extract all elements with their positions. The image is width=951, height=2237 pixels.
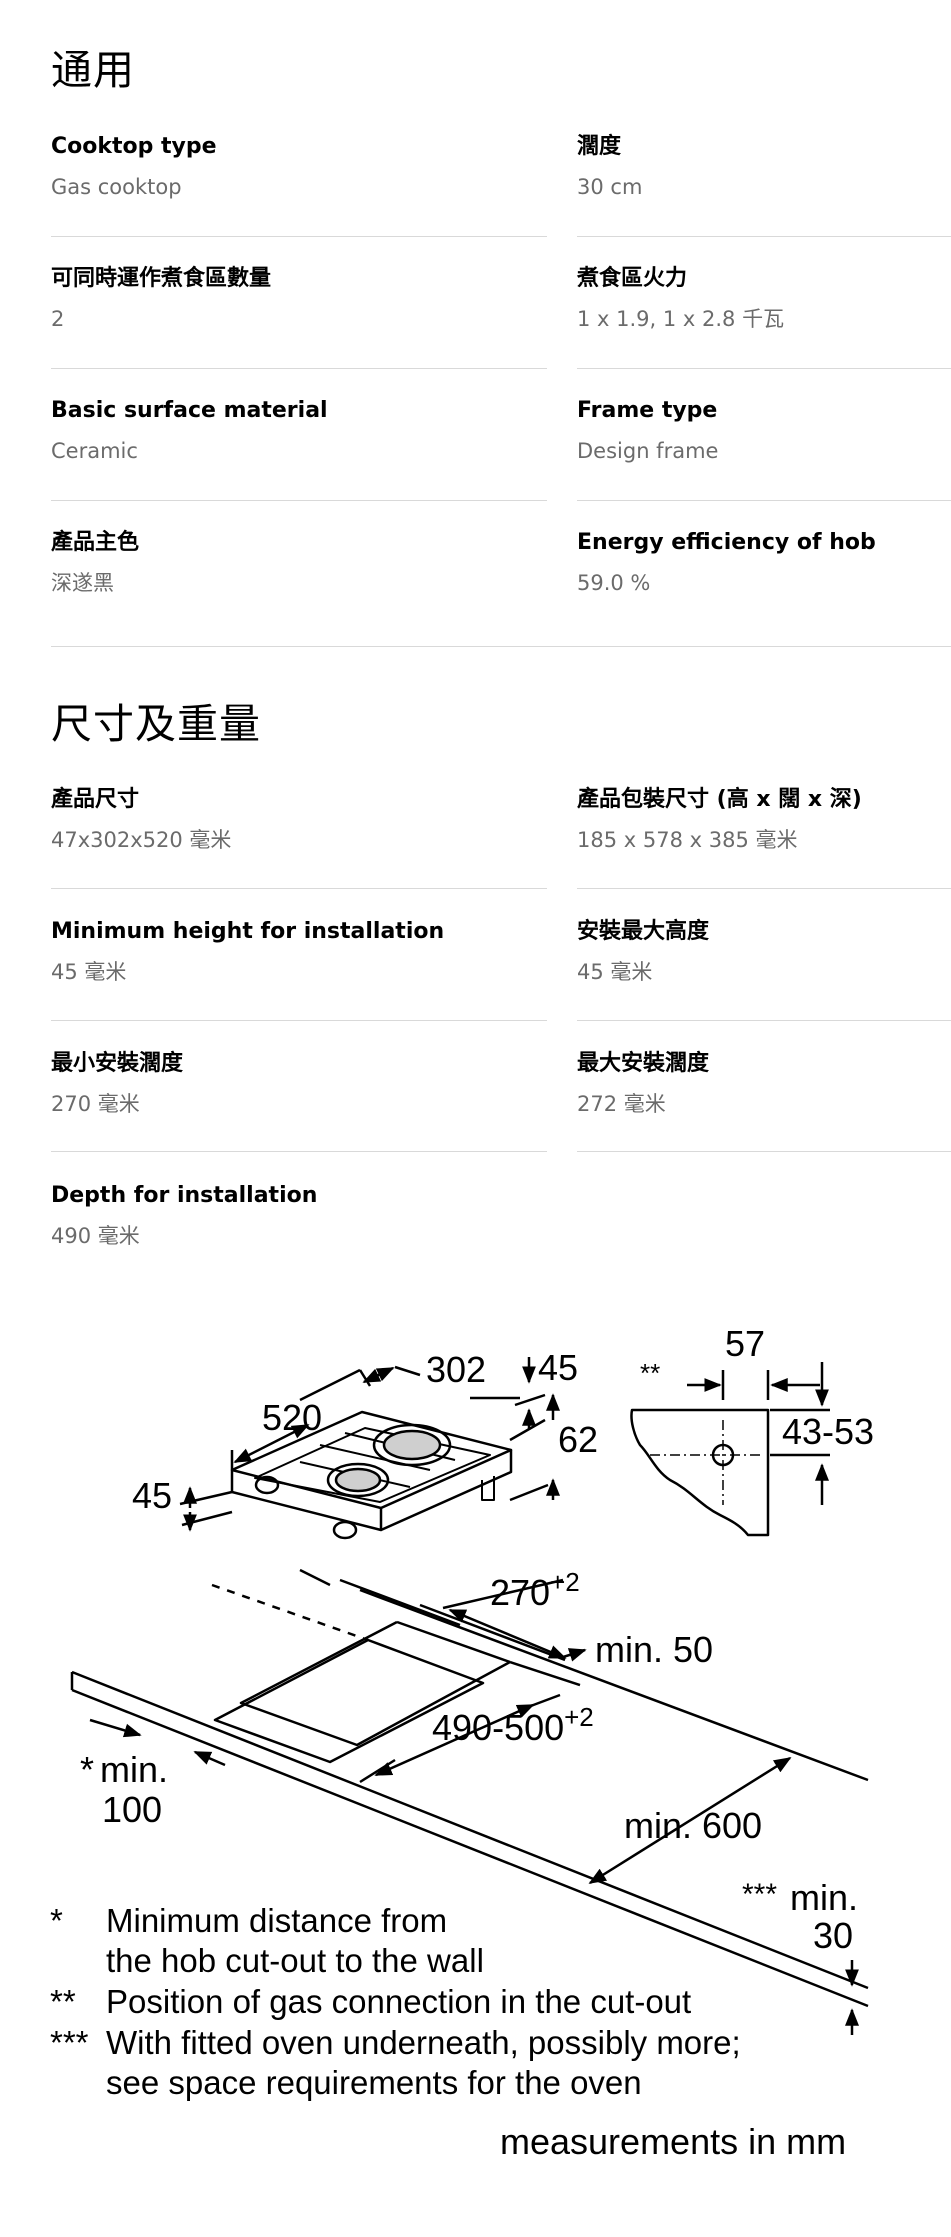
note-line: see space requirements for the oven [106, 2064, 642, 2101]
min-100-line1: min. [100, 1749, 168, 1790]
spec-zone-power: 煮食區火力 1 x 1.9, 1 x 2.8 千瓦 [577, 265, 951, 333]
dim-45-top-label: 45 [538, 1347, 578, 1388]
spec-label: 最大安裝濶度 [577, 1051, 710, 1076]
spec-value: 45 毫米 [577, 960, 653, 984]
spec-min-install-height: Minimum height for installation 45 毫米 [51, 918, 547, 986]
spec-label: 最小安裝濶度 [51, 1051, 184, 1076]
spec-value: 490 毫米 [51, 1224, 140, 1248]
spec-min-install-width: 最小安裝濶度 270 毫米 [51, 1050, 547, 1118]
min-600-label: min. 600 [624, 1805, 762, 1846]
dim-490-label: 490-500+2 [432, 1702, 594, 1748]
spec-value: 45 毫米 [51, 960, 127, 984]
countertop-drawing [70, 1568, 869, 2035]
note-line: Position of gas connection in the cut-ou… [106, 1983, 691, 2020]
divider [51, 368, 547, 369]
min-100-line2: 100 [102, 1789, 162, 1830]
spec-value: Gas cooktop [51, 175, 182, 199]
spec-label: 產品尺寸 [51, 787, 140, 812]
spec-label: Cooktop type [51, 134, 217, 159]
hob-drawing [179, 1357, 560, 1540]
spec-main-color: 產品主色 深遂黑 [51, 529, 547, 597]
gas-connection-detail [630, 1362, 830, 1537]
spec-value: 270 毫米 [51, 1092, 140, 1116]
note-marker: ** [50, 1983, 76, 2020]
dim-57-label: 57 [725, 1323, 765, 1364]
note-marker: *** [50, 2024, 89, 2061]
spec-label: 安裝最大高度 [577, 919, 710, 944]
divider [577, 1020, 951, 1021]
oven-marker-label: *** [742, 1878, 777, 1911]
section-divider [51, 646, 951, 647]
spec-value: 1 x 1.9, 1 x 2.8 千瓦 [577, 307, 785, 331]
divider [577, 368, 951, 369]
spec-cooktop-type: Cooktop type Gas cooktop [51, 133, 547, 201]
spec-label: 濶度 [577, 134, 622, 159]
spec-install-depth: Depth for installation 490 毫米 [51, 1182, 547, 1250]
spec-product-size: 產品尺寸 47x302x520 毫米 [51, 786, 547, 854]
spec-label: Frame type [577, 398, 718, 423]
note-line: the hob cut-out to the wall [106, 1942, 484, 1979]
divider [51, 1151, 547, 1152]
divider [577, 236, 951, 237]
divider [51, 236, 547, 237]
dim-520-label: 520 [262, 1397, 322, 1438]
divider [51, 1020, 547, 1021]
spec-value: 185 x 578 x 385 毫米 [577, 828, 798, 852]
divider [577, 1151, 951, 1152]
spec-max-install-width: 最大安裝濶度 272 毫米 [577, 1050, 951, 1118]
dim-43-53-label: 43-53 [782, 1411, 874, 1452]
min-50-label: min. 50 [595, 1629, 713, 1670]
spec-width: 濶度 30 cm [577, 133, 951, 201]
spec-zone-count: 可同時運作煮食區數量 2 [51, 265, 547, 333]
dim-45-left-label: 45 [132, 1475, 172, 1516]
spec-label: Minimum height for installation [51, 919, 445, 944]
spec-value: Design frame [577, 439, 719, 463]
spec-value: 59.0 % [577, 571, 651, 595]
drawing-notes: * Minimum distance from the hob cut-out … [50, 1902, 741, 2101]
divider [51, 888, 547, 889]
spec-label: Basic surface material [51, 398, 328, 423]
spec-label: Energy efficiency of hob [577, 530, 876, 555]
spec-max-install-height: 安裝最大高度 45 毫米 [577, 918, 951, 986]
divider [577, 888, 951, 889]
spec-value: 30 cm [577, 175, 643, 199]
divider [51, 500, 547, 501]
min-30-line2: 30 [813, 1915, 853, 1956]
spec-label: 煮食區火力 [577, 266, 688, 291]
spec-surface-material: Basic surface material Ceramic [51, 397, 547, 465]
divider [577, 500, 951, 501]
dim-302-label: 302 [426, 1349, 486, 1390]
note-line: Minimum distance from [106, 1902, 447, 1939]
spec-label: 產品包裝尺寸 (高 x 闊 x 深) [577, 787, 862, 812]
spec-energy-efficiency: Energy efficiency of hob 59.0 % [577, 529, 951, 597]
note-line: With fitted oven underneath, possibly mo… [106, 2024, 741, 2061]
spec-value: Ceramic [51, 439, 138, 463]
spec-package-size: 產品包裝尺寸 (高 x 闊 x 深) 185 x 578 x 385 毫米 [577, 786, 951, 854]
spec-label: Depth for installation [51, 1183, 318, 1208]
wall-marker-label: * [80, 1749, 94, 1790]
spec-label: 產品主色 [51, 530, 140, 555]
spec-value: 47x302x520 毫米 [51, 828, 232, 852]
units-note: measurements in mm [500, 2121, 846, 2162]
note-marker: * [50, 1902, 63, 1939]
dim-62-label: 62 [558, 1419, 598, 1460]
spec-value: 深遂黑 [51, 571, 114, 595]
spec-label: 可同時運作煮食區數量 [51, 266, 272, 291]
installation-diagram: 302 45 520 62 45 57 ** 43-53 270+2 min. … [50, 1323, 874, 2162]
gas-marker-label: ** [640, 1358, 660, 1388]
spec-value: 2 [51, 307, 65, 331]
dimensions-section-title: 尺寸及重量 [51, 700, 261, 748]
dim-270-label: 270+2 [490, 1567, 580, 1613]
spec-frame-type: Frame type Design frame [577, 397, 951, 465]
min-30-line1: min. [790, 1877, 858, 1918]
spec-value: 272 毫米 [577, 1092, 666, 1116]
general-section-title: 通用 [51, 46, 135, 94]
